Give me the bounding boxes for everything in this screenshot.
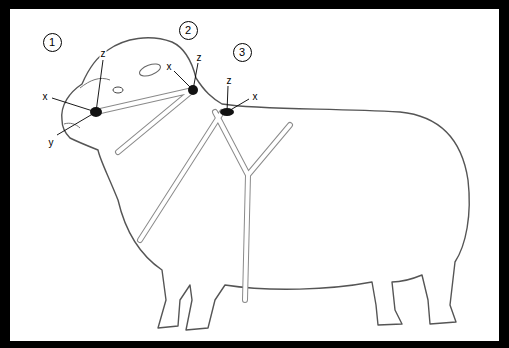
- callout-number: 1: [49, 37, 55, 48]
- axis-label: x: [166, 61, 173, 72]
- axis-lines: [52, 60, 249, 135]
- callout-number: 2: [185, 25, 191, 36]
- callout-number: 3: [239, 47, 245, 58]
- harness-straps: [96, 90, 290, 300]
- axis-label: z: [196, 52, 203, 63]
- axis-label-box: x: [166, 56, 173, 74]
- face-line: [64, 78, 110, 128]
- axis-label: z: [100, 48, 107, 59]
- axis-label: z: [226, 75, 233, 86]
- callout-circle: 3: [233, 43, 252, 62]
- frame-ground: [10, 9, 499, 341]
- axis-label-box: z: [226, 70, 233, 88]
- callout-circle: 2: [179, 21, 198, 40]
- axis-label: x: [42, 91, 49, 102]
- axis-label: x: [252, 91, 259, 102]
- sheep-outline: [62, 38, 469, 330]
- axis-label: y: [48, 137, 55, 148]
- sheep-ear: [138, 62, 162, 79]
- callout-circle: 1: [43, 33, 62, 52]
- axis-label-box: x: [252, 86, 259, 104]
- axis-label-box: z: [196, 47, 203, 65]
- sensor-dots: [90, 85, 234, 117]
- axis-label-box: x: [42, 86, 49, 104]
- axis-label-box: y: [48, 132, 55, 150]
- axis-label-box: z: [100, 43, 107, 61]
- sheep-eye: [113, 87, 123, 93]
